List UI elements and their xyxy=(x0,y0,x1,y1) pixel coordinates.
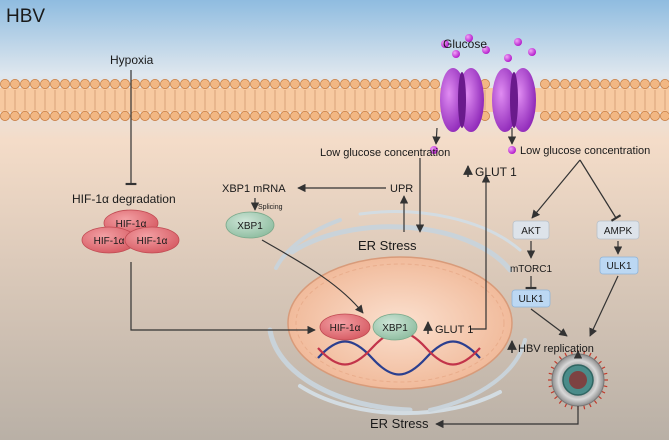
ampk-label: AMPK xyxy=(604,226,633,237)
nucleus-xbp1-label: XBP1 xyxy=(382,323,408,334)
glucose-label: Glucose xyxy=(443,37,487,51)
increase-indicators xyxy=(423,165,517,353)
hbv-virus-particle xyxy=(548,350,608,410)
hif-1a-trimer xyxy=(81,209,180,254)
hif-label-top: HIF-1α xyxy=(116,219,147,230)
cell-membrane xyxy=(0,79,669,121)
pathway-arrows xyxy=(125,70,623,429)
endoplasmic-reticulum xyxy=(267,210,527,416)
nucleus-xbp1 xyxy=(372,313,418,341)
splicing-label: Splicing xyxy=(258,204,283,211)
glut1-transporter-right xyxy=(492,68,536,132)
low-glucose-right-label: Low glucose concentration xyxy=(520,145,650,157)
nucleus-glut1-label: GLUT 1 xyxy=(435,324,473,336)
mtorc1-label: mTORC1 xyxy=(510,264,552,275)
ulk1-left-box xyxy=(511,289,551,308)
glut1-label: GLUT 1 xyxy=(475,165,517,179)
hbv-replication-label: HBV replication xyxy=(518,343,594,355)
upr-label: UPR xyxy=(390,183,413,195)
nucleus-hif-1a xyxy=(319,313,371,341)
hif-degradation-label: HIF-1α degradation xyxy=(72,192,176,206)
xbp1-mrna-label: XBP1 mRNA xyxy=(222,183,286,195)
glut1-transporter-left xyxy=(440,68,484,132)
hif-label-right: HIF-1α xyxy=(137,236,168,247)
akt-box xyxy=(512,220,550,240)
figure-title: HBV xyxy=(6,6,45,27)
akt-label: AKT xyxy=(521,226,540,237)
xbp1-label: XBP1 xyxy=(237,221,263,232)
er-stress-bottom-label: ER Stress xyxy=(370,416,429,431)
hypoxia-label: Hypoxia xyxy=(110,53,154,67)
xbp1-protein xyxy=(225,211,275,239)
glucose-molecules xyxy=(430,34,536,154)
ulk1-right-label: ULK1 xyxy=(606,261,631,272)
nucleus-hif-label: HIF-1α xyxy=(330,323,361,334)
nuclear-envelope-inner xyxy=(295,263,505,383)
hif-label-left: HIF-1α xyxy=(94,236,125,247)
ulk1-left-label: ULK1 xyxy=(518,294,543,305)
er-stress-mid-label: ER Stress xyxy=(358,238,417,253)
low-glucose-left-label: Low glucose concentration xyxy=(320,147,450,159)
ulk1-right-box xyxy=(599,256,639,275)
